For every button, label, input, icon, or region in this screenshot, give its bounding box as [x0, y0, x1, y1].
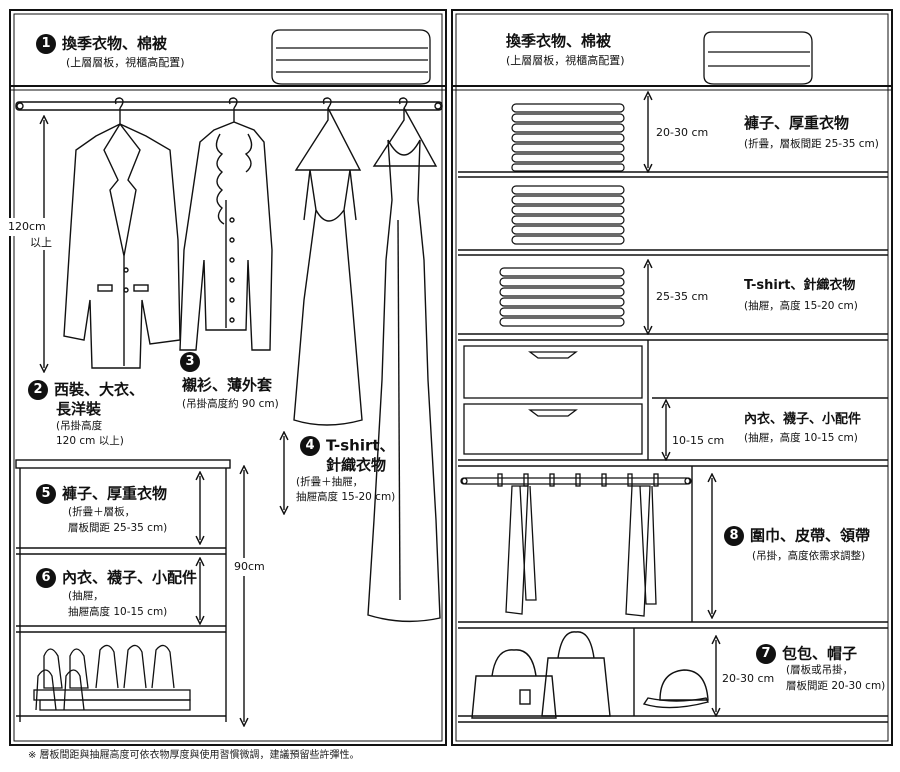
scarf-rail-icon	[460, 473, 692, 487]
underwear-left-title-text: 內衣、襪子、小配件	[62, 568, 198, 587]
folded-tshirt-stack	[499, 267, 625, 327]
pants-right-title: 褲子、厚重衣物	[744, 114, 850, 132]
cap-icon	[642, 669, 710, 709]
scarves-title: 8 圍巾、皮帶、領帶	[724, 526, 870, 546]
bags-note-2: 層板間距 20-30 cm)	[786, 680, 886, 692]
suits-note-2: 120 cm 以上)	[56, 435, 124, 447]
height-120-label: 120cm	[8, 218, 46, 236]
shirts-badge-row: 3	[180, 352, 206, 372]
left-top-shelf-note: (上層層板，視櫃高配置)	[66, 56, 185, 69]
folded-sweater-stack	[511, 185, 625, 245]
badge-8: 8	[724, 526, 744, 546]
height-120-label-2: 以上	[28, 236, 54, 250]
badge-6: 6	[36, 568, 56, 588]
scarves-note: (吊掛，高度依需求調整)	[752, 550, 866, 562]
lower-left-unit	[15, 459, 231, 722]
scarf-icon	[505, 485, 657, 617]
long-gown-icon	[367, 139, 441, 623]
pants-right-dim: 20-30 cm	[656, 126, 709, 139]
shoe-rack-icon	[33, 644, 191, 711]
shirts-note: (吊掛高度約 90 cm)	[182, 398, 279, 410]
height-90-label: 90cm	[234, 558, 265, 576]
underwear-right-note: (抽屜，高度 10-15 cm)	[744, 432, 858, 444]
badge-7: 7	[756, 644, 776, 664]
right-top-shelf-title: 換季衣物、棉被	[506, 32, 612, 50]
footnote: ※ 層板間距與抽屜高度可依衣物厚度與使用習慣微調，建議預留些許彈性。	[28, 750, 360, 761]
scarves-title-text: 圍巾、皮帶、領帶	[750, 526, 871, 545]
left-cabinet	[9, 9, 447, 746]
pants-right-note: (折疊，層板間距 25-35 cm)	[744, 138, 879, 150]
folded-pants-stack	[511, 103, 625, 172]
tshirt-right-note: (抽屜，高度 15-20 cm)	[744, 300, 858, 312]
underwear-left-note-1: (抽屜，	[68, 590, 104, 602]
right-top-shelf-note: (上層層板，視櫃高配置)	[506, 54, 625, 67]
handbag-icon	[471, 631, 611, 719]
underwear-right-title: 內衣、襪子、小配件	[744, 412, 862, 427]
underwear-left-note-2: 抽屜高度 10-15 cm)	[68, 606, 168, 618]
bags-title-text: 包包、帽子	[782, 644, 858, 663]
underwear-right-dim: 10-15 cm	[672, 434, 725, 447]
suit-jacket-icon	[63, 122, 181, 369]
slip-dress-icon	[293, 169, 363, 426]
bags-note-1: (層板或吊掛，	[786, 664, 854, 676]
folded-blanket-icon	[271, 29, 431, 85]
badge-1: 1	[36, 34, 56, 54]
suits-note-1: (吊掛高度	[56, 420, 103, 432]
shirts-title: 襯衫、薄外套	[182, 376, 273, 394]
left-hanging-rod	[15, 101, 443, 111]
pants-left-note-1: (折疊＋層板，	[68, 506, 136, 518]
suits-title-2: 長洋裝	[56, 400, 102, 418]
badge-5: 5	[36, 484, 56, 504]
suits-title-1: 西裝、大衣、	[54, 380, 145, 399]
tshirt-title: 4 T-shirt、	[300, 436, 395, 456]
tshirt-title-2: 針織衣物	[326, 456, 387, 474]
suits-title: 2 西裝、大衣、	[28, 380, 144, 400]
left-top-shelf-title-text: 換季衣物、棉被	[62, 34, 168, 53]
badge-4: 4	[300, 436, 320, 456]
pants-left-note-2: 層板間距 25-35 cm)	[68, 522, 168, 534]
bags-title: 7 包包、帽子	[756, 644, 857, 664]
tshirt-right-title: T-shirt、針織衣物	[744, 278, 856, 293]
badge-3: 3	[180, 352, 200, 372]
drawer-unit	[463, 345, 643, 455]
tshirt-right-dim: 25-35 cm	[656, 290, 709, 303]
tshirt-title-1: T-shirt、	[326, 436, 395, 455]
right-cabinet	[451, 9, 893, 746]
folded-blanket-icon-right	[703, 31, 813, 85]
blouse-icon	[179, 121, 273, 351]
right-shelves	[458, 171, 888, 723]
badge-2: 2	[28, 380, 48, 400]
underwear-left-title: 6 內衣、襪子、小配件	[36, 568, 197, 588]
hanger-icons	[114, 97, 438, 171]
bags-dim: 20-30 cm	[722, 672, 775, 685]
pants-left-title: 5 褲子、厚重衣物	[36, 484, 167, 504]
left-top-shelf-title: 1 換季衣物、棉被	[36, 34, 167, 54]
tshirt-note-2: 抽屜高度 15-20 cm)	[296, 491, 396, 503]
tshirt-note-1: (折疊＋抽屜，	[296, 476, 364, 488]
pants-left-title-text: 褲子、厚重衣物	[62, 484, 168, 503]
